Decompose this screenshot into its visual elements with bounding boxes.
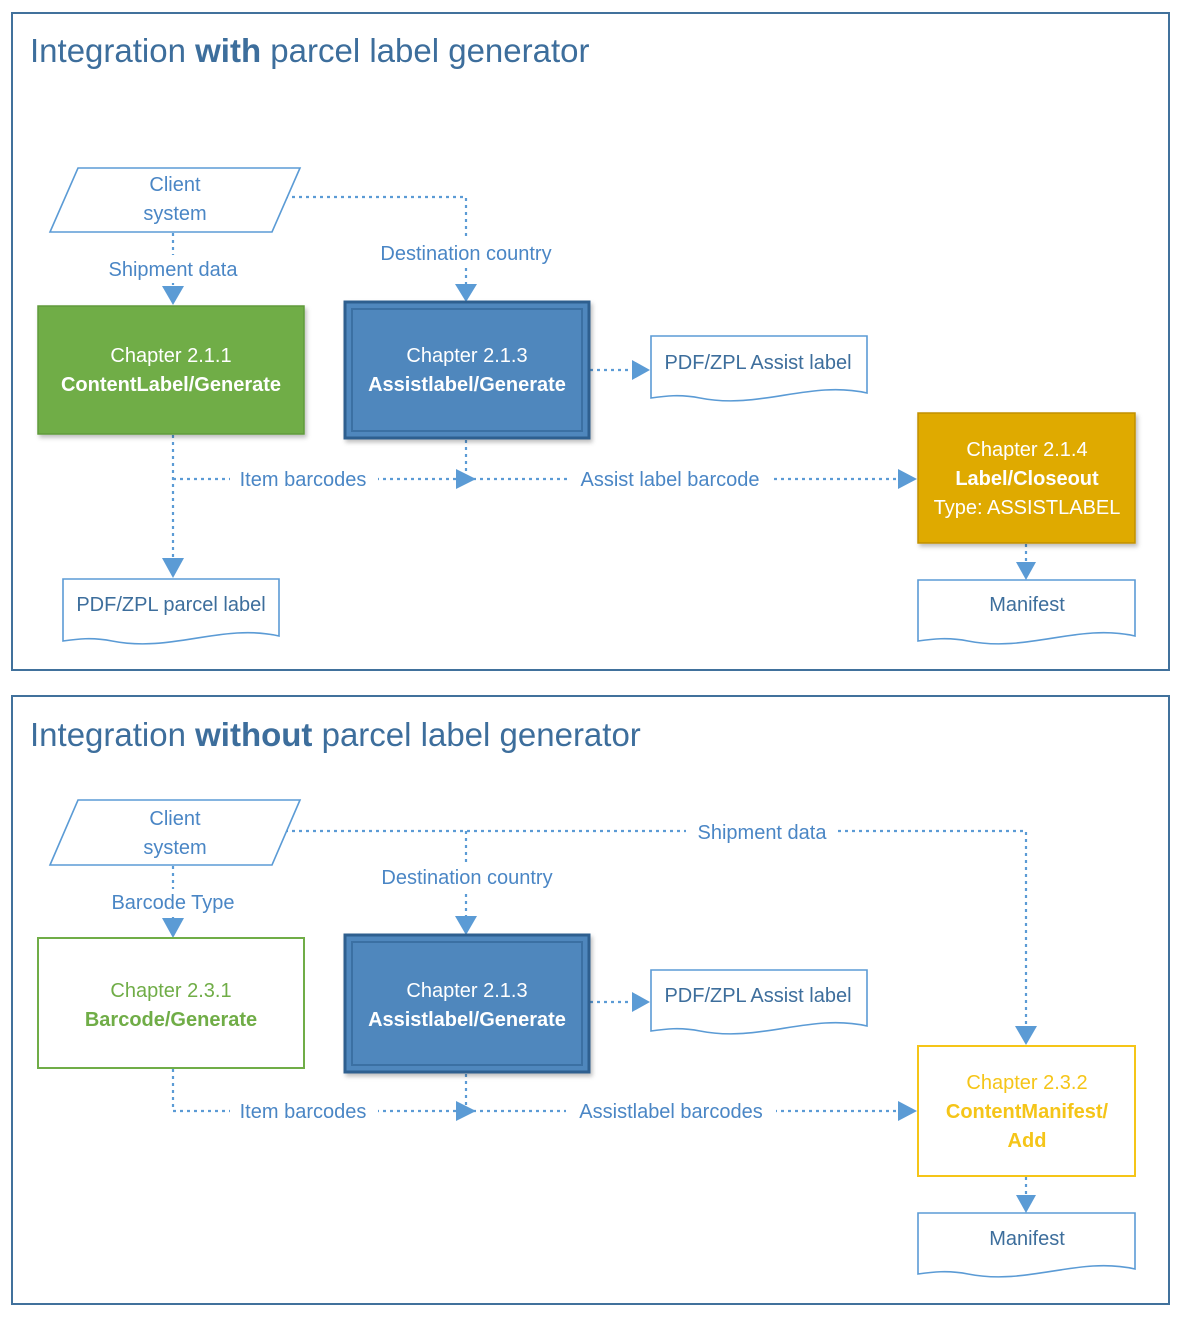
client-label-line1: Client [149,808,201,830]
box-type: Type: ASSISTLABEL [934,497,1121,519]
edge-label-shipment-data: Shipment data [109,259,239,281]
box-chapter: Chapter 2.1.3 [406,980,527,1002]
arrow-head [162,558,184,578]
panel-with-generator: Integration with parcel label generator … [11,12,1170,671]
client-label-line2: system [143,203,206,225]
doc-parcel-label: PDF/ZPL parcel label [62,578,280,645]
edge-label-shipment-data: Shipment data [698,822,828,844]
client-system-node: Client system [48,167,302,233]
arrow-head [162,286,184,305]
box-name: Assistlabel/Generate [368,374,566,396]
client-label-line2: system [143,837,206,859]
doc-assist-label: PDF/ZPL Assist label [650,335,868,402]
doc-label: PDF/ZPL parcel label [76,594,265,616]
arrow-head [162,918,184,938]
box-name: ContentLabel/Generate [61,374,281,396]
panel-title: Integration with parcel label generator [30,32,589,69]
box-chapter: Chapter 2.1.4 [966,439,1087,461]
box-chapter: Chapter 2.1.1 [110,345,231,367]
box-name: Assistlabel/Generate [368,1009,566,1031]
doc-label: PDF/ZPL Assist label [664,985,851,1007]
doc-label: Manifest [989,1228,1065,1250]
box-name: Barcode/Generate [85,1009,257,1031]
edge-label-barcode-type: Barcode Type [111,892,234,914]
arrow-head [455,916,477,935]
label-closeout-box: Chapter 2.1.4 Label/Closeout Type: ASSIS… [917,412,1136,544]
doc-manifest: Manifest [917,579,1136,645]
box-name-line2: Add [1008,1130,1047,1152]
box-chapter: Chapter 2.3.1 [110,980,231,1002]
doc-assist-label: PDF/ZPL Assist label [650,969,868,1035]
arrow-head [632,992,650,1012]
box-name-line1: ContentManifest/ [946,1101,1109,1123]
arrow-head [1016,1195,1036,1213]
doc-label: Manifest [989,594,1065,616]
box-name: Label/Closeout [955,468,1099,490]
edge-label-assist-barcode: Assist label barcode [581,469,760,491]
assistlabel-generate-box: Chapter 2.1.3 Assistlabel/Generate [343,300,591,440]
arrow-head [1015,1026,1037,1045]
client-label-line1: Client [149,174,201,196]
arrow-head [898,1101,917,1121]
client-system-node: Client system [48,799,302,866]
edge-label-item-barcodes: Item barcodes [240,469,367,491]
arrow-head [455,284,477,302]
panel-without-generator: Integration without parcel label generat… [11,695,1170,1305]
doc-label: PDF/ZPL Assist label [664,352,851,374]
box-chapter: Chapter 2.1.3 [406,345,527,367]
box-fill [37,305,305,435]
arrow-head [898,469,917,489]
arrow-head [1016,562,1036,580]
box-chapter: Chapter 2.3.2 [966,1072,1087,1094]
content-label-generate-box: Chapter 2.1.1 ContentLabel/Generate [37,305,305,435]
arrow-head [632,360,650,380]
edge-label-destination-country: Destination country [380,243,551,265]
edge-label-assist-barcodes: Assistlabel barcodes [579,1101,762,1123]
edge-label-destination-country: Destination country [381,867,552,889]
edge-label-item-barcodes: Item barcodes [240,1101,367,1123]
contentmanifest-add-box: Chapter 2.3.2 ContentManifest/ Add [917,1045,1136,1177]
barcode-generate-box: Chapter 2.3.1 Barcode/Generate [37,937,305,1069]
panel-title: Integration without parcel label generat… [30,716,641,753]
assistlabel-generate-box: Chapter 2.1.3 Assistlabel/Generate [343,933,591,1074]
doc-manifest: Manifest [917,1212,1136,1278]
